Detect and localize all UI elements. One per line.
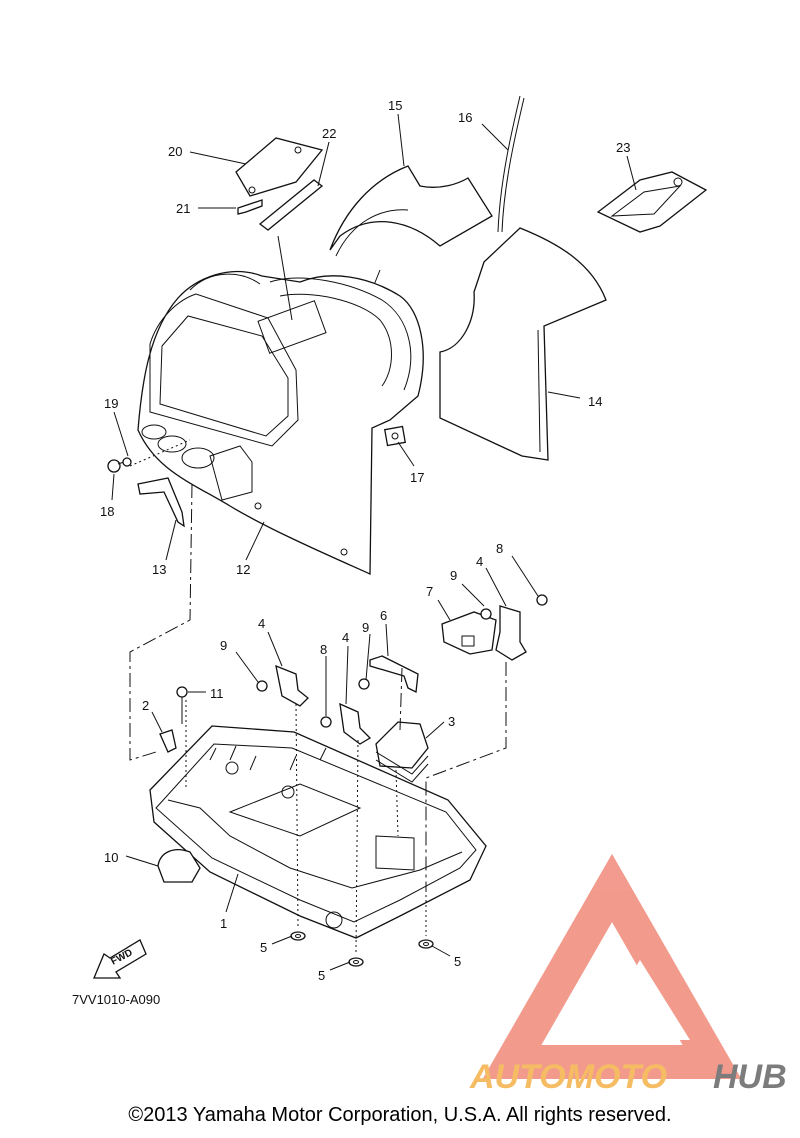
callout-19: 19 (104, 396, 118, 411)
part-11-bolt (176, 686, 188, 724)
part-1-bottom-cowling (149, 725, 487, 939)
callout-9c: 9 (450, 568, 457, 583)
part-4-bracket-a (275, 664, 309, 707)
callout-5c: 5 (454, 954, 461, 969)
callout-4c: 4 (476, 554, 483, 569)
part-8-screw-b (536, 594, 548, 606)
callout-6: 6 (380, 608, 387, 623)
part-3-grommet (375, 721, 429, 783)
part-4-bracket-c (495, 605, 527, 661)
callout-12: 12 (236, 562, 250, 577)
part-8-screw-a (320, 716, 332, 728)
callout-14: 14 (588, 394, 602, 409)
part-6-rail (369, 655, 419, 693)
part-9-screw-b (358, 678, 370, 690)
callout-1: 1 (220, 916, 227, 931)
callout-8a: 8 (320, 642, 327, 657)
callout-10: 10 (104, 850, 118, 865)
part-5-grommet-c (418, 939, 434, 949)
callout-18: 18 (100, 504, 114, 519)
callout-15: 15 (388, 98, 402, 113)
part-15-inner-panel (329, 165, 493, 291)
callout-5b: 5 (318, 968, 325, 983)
callout-11: 11 (210, 686, 224, 701)
part-17-clip (383, 425, 407, 447)
leader-lines (111, 113, 637, 971)
part-12-top-cowling (137, 271, 424, 575)
callout-20: 20 (168, 144, 182, 159)
callout-7: 7 (426, 584, 433, 599)
part-5-grommet-a (290, 931, 306, 941)
fwd-arrow-icon: FWD (93, 939, 147, 979)
logo-word-automoto: AUTOMOTO (469, 1058, 667, 1096)
watermark-logo: AUTOMOTO HUB (469, 853, 787, 1096)
callout-9b: 9 (362, 620, 369, 635)
assembly-lines (129, 439, 507, 953)
part-16-seal-strip (497, 95, 525, 233)
part-7-latch (441, 611, 497, 655)
callout-3: 3 (448, 714, 455, 729)
logo-triangle-icon (482, 853, 742, 1079)
part-9-screw-a (256, 680, 268, 692)
diagram-code: 7VV1010-A090 (72, 992, 160, 1007)
part-14-side-panel (439, 227, 607, 461)
callout-21: 21 (176, 201, 190, 216)
callout-4a: 4 (258, 616, 265, 631)
callout-4b: 4 (342, 630, 349, 645)
callout-13: 13 (152, 562, 166, 577)
part-13-bracket (137, 477, 185, 528)
callout-labels: 20 21 22 15 16 23 14 19 18 17 13 12 7 9 … (100, 98, 630, 983)
callout-2: 2 (142, 698, 149, 713)
callout-9a: 9 (220, 638, 227, 653)
part-2-clamp (159, 729, 177, 753)
callout-16: 16 (458, 110, 472, 125)
part-23-plate (596, 171, 708, 233)
part-18-screw (107, 459, 125, 473)
callout-22: 22 (322, 126, 336, 141)
part-20-lid (235, 137, 324, 197)
part-22-gasket (258, 179, 324, 231)
part-19-washer (122, 457, 132, 467)
part-9-screw-c (480, 608, 492, 620)
part-4-bracket-b (339, 702, 372, 745)
part-10-cap (157, 849, 201, 883)
part-5-grommet-b (348, 957, 364, 967)
logo-word-hub: HUB (713, 1058, 787, 1096)
part-21-hinge (237, 199, 263, 215)
callout-5a: 5 (260, 940, 267, 955)
copyright-notice: ©2013 Yamaha Motor Corporation, U.S.A. A… (128, 1104, 672, 1126)
callout-17: 17 (410, 470, 424, 485)
callout-23: 23 (616, 140, 630, 155)
callout-8b: 8 (496, 541, 503, 556)
